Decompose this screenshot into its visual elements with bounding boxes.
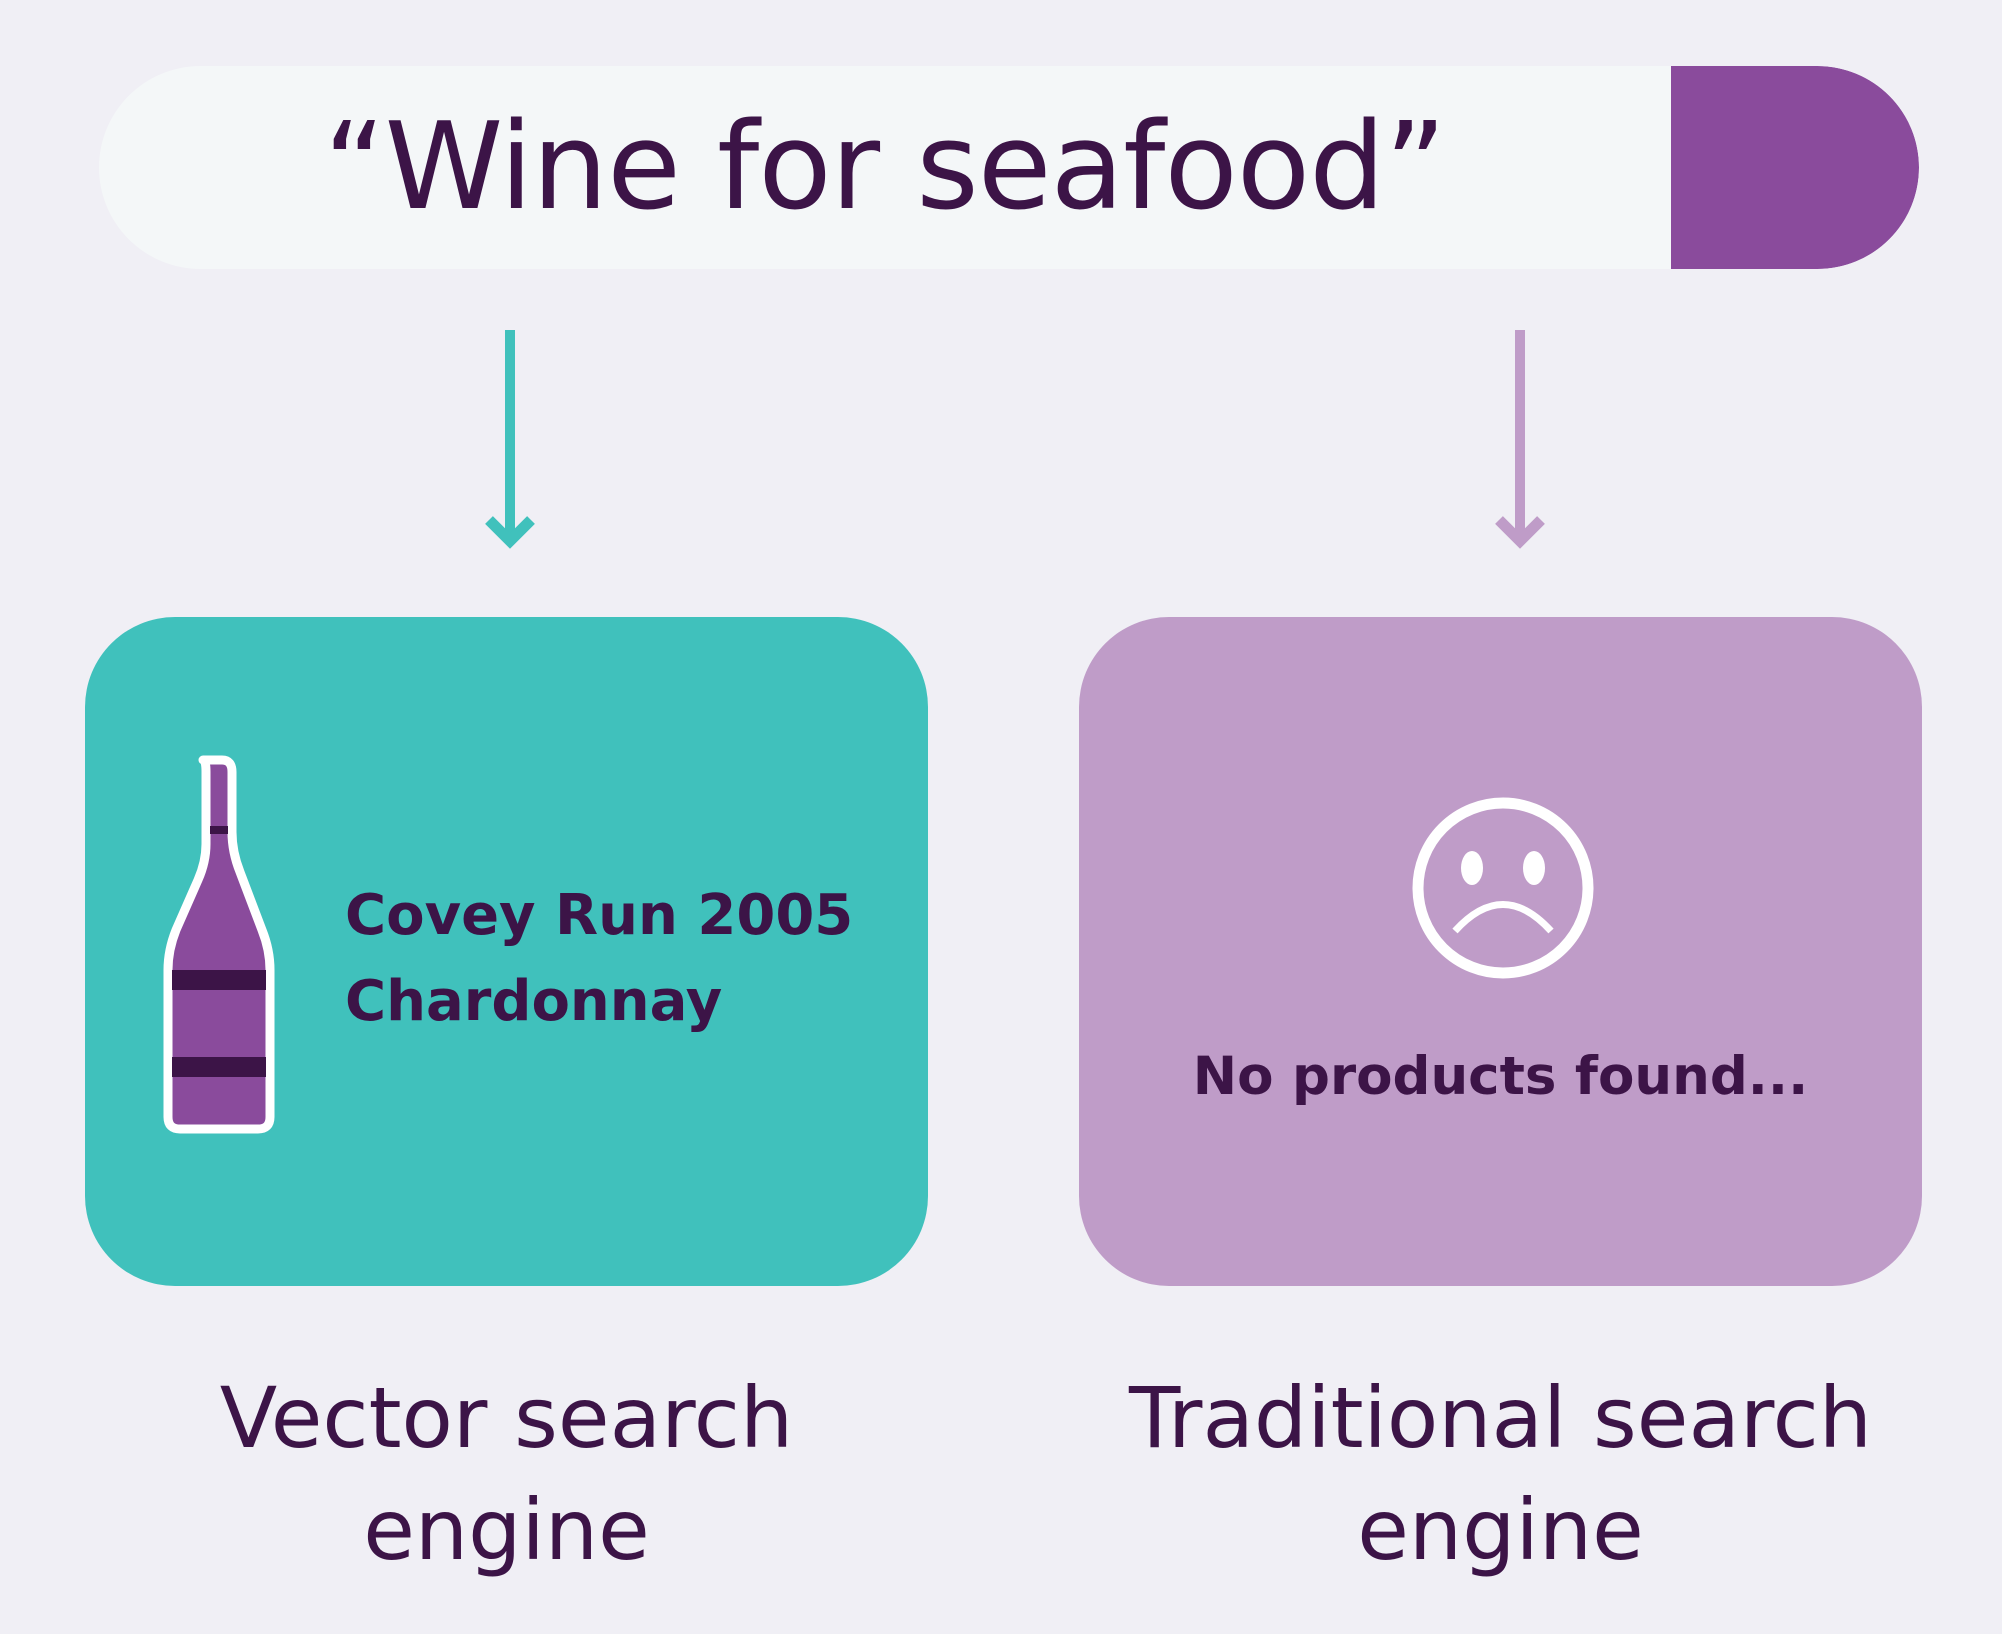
traditional-engine-label-line1: Traditional search [1128, 1369, 1873, 1467]
vector-engine-label-line1: Vector search [219, 1369, 794, 1467]
search-bar[interactable]: “Wine for seafood” [99, 66, 1919, 269]
search-button[interactable] [1671, 66, 1919, 269]
vector-engine-label-line2: engine [363, 1481, 650, 1579]
result-product-type[interactable]: Chardonnay [345, 969, 723, 1034]
search-query-text[interactable]: “Wine for seafood” [323, 97, 1447, 237]
no-results-message: No products found... [1192, 1046, 1809, 1107]
wine-bottle-icon [163, 755, 275, 1134]
result-product-name[interactable]: Covey Run 2005 [345, 883, 854, 948]
arrow-down-icon [485, 330, 535, 549]
vector-engine-label: Vector search engine [85, 1362, 928, 1586]
arrow-down-icon [1495, 330, 1545, 549]
traditional-result-card: No products found... [1079, 617, 1922, 1286]
vector-result-card: Covey Run 2005 Chardonnay [85, 617, 928, 1286]
sad-face-icon [1412, 797, 1594, 979]
traditional-engine-label-line2: engine [1357, 1481, 1644, 1579]
traditional-engine-label: Traditional search engine [1079, 1362, 1922, 1586]
